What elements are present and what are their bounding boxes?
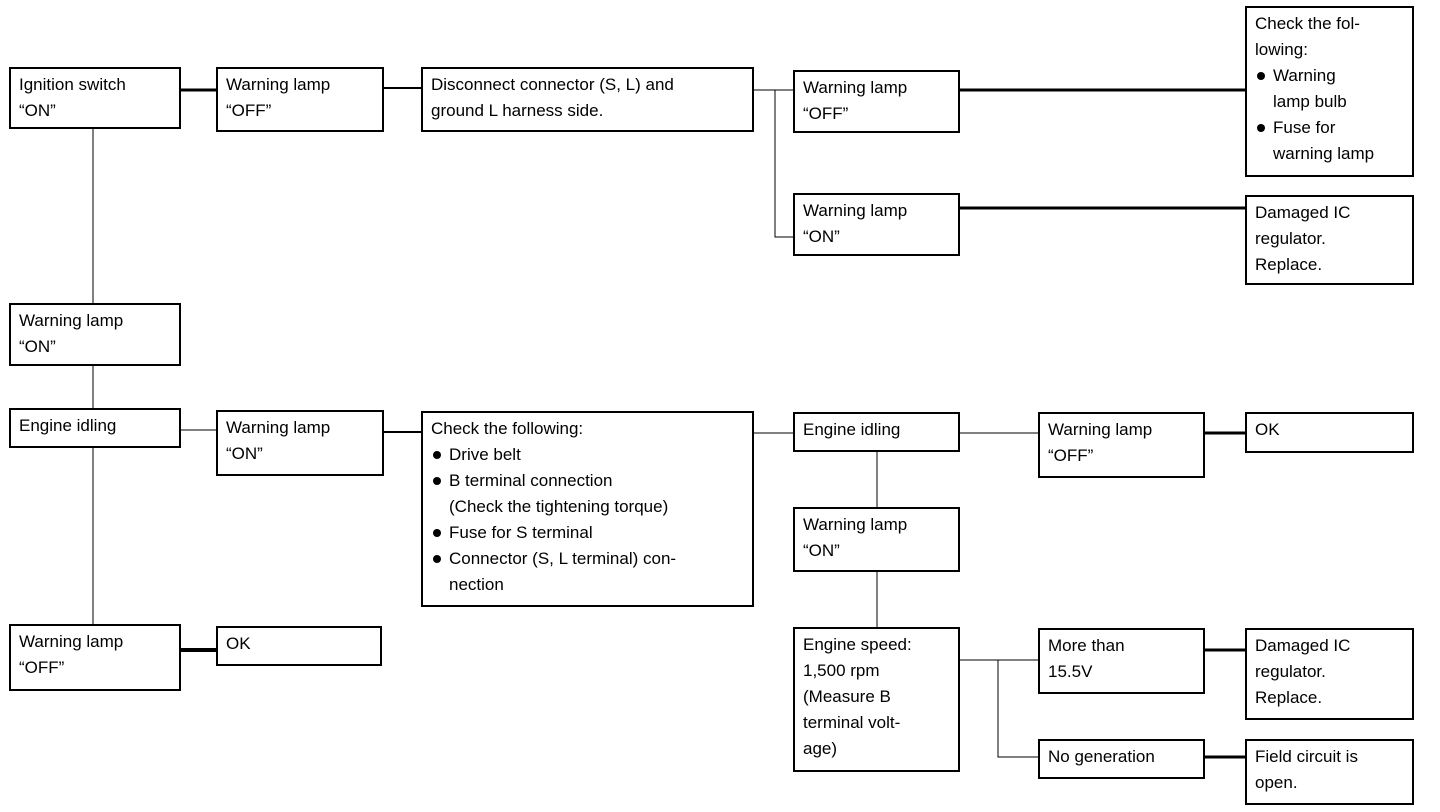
node-engine-idling-1: Engine idling (9, 408, 181, 448)
node-text-line: Engine speed: (803, 635, 912, 654)
node-text-line: Ignition switch (19, 75, 126, 94)
bullet-continuation: lamp bulb (1273, 92, 1347, 111)
node-warning-off-1: Warning lamp “OFF” (216, 67, 384, 132)
node-more-than-15-5v: More than 15.5V (1038, 628, 1205, 694)
node-no-generation: No generation (1038, 739, 1205, 779)
bullet-item: Fuse for S terminal (431, 520, 746, 546)
node-disconnect-connector: Disconnect connector (S, L) and ground L … (421, 67, 754, 132)
node-text-line: regulator. (1255, 662, 1326, 681)
node-engine-idling-2: Engine idling (793, 412, 960, 452)
node-text-line: Warning lamp (803, 78, 908, 97)
node-text-line: “OFF” (1048, 446, 1094, 465)
node-text-line: lowing: (1255, 40, 1308, 59)
node-field-circuit-open: Field circuit is open. (1245, 739, 1414, 805)
node-ok-2: OK (216, 626, 382, 666)
node-text-line: Damaged IC (1255, 636, 1351, 655)
node-text-line: Warning lamp (1048, 420, 1153, 439)
node-text-line: 1,500 rpm (803, 661, 880, 680)
bullet-continuation: nection (449, 575, 504, 594)
node-text-line: Warning lamp (226, 418, 331, 437)
node-warning-on-3: Warning lamp “ON” (216, 410, 384, 476)
node-text-line: (Measure B (803, 687, 891, 706)
bullet-item: Connector (S, L terminal) con- (431, 546, 746, 572)
node-text-line: “ON” (803, 541, 840, 560)
node-text-line: Warning lamp (803, 515, 908, 534)
node-warning-off-2: Warning lamp “OFF” (793, 70, 960, 133)
node-text-line: “ON” (19, 337, 56, 356)
node-text-line: “OFF” (19, 658, 65, 677)
node-text-line: open. (1255, 773, 1298, 792)
node-text-line: “OFF” (803, 104, 849, 123)
node-text-line: “ON” (803, 227, 840, 246)
node-text-line: “ON” (226, 444, 263, 463)
node-text-line: OK (226, 634, 251, 653)
node-warning-on-2: Warning lamp “ON” (793, 193, 960, 256)
node-text-line: age) (803, 739, 838, 758)
node-text-line: Replace. (1255, 688, 1323, 707)
node-text-line: Warning lamp (19, 311, 124, 330)
node-text-line: Warning lamp (226, 75, 331, 94)
bullet-item: Drive belt (431, 442, 746, 468)
bullet-item: Fuse for (1255, 115, 1406, 141)
node-text-line: “ON” (19, 101, 56, 120)
node-text-line: OK (1255, 420, 1280, 439)
bullet-continuation: warning lamp (1273, 144, 1375, 163)
node-warning-off-3: Warning lamp “OFF” (1038, 412, 1205, 478)
bullet-continuation: (Check the tightening torque) (449, 497, 669, 516)
node-text-line: Field circuit is (1255, 747, 1358, 766)
node-text-line: “OFF” (226, 101, 272, 120)
node-text-line: More than (1048, 636, 1125, 655)
node-text-line: regulator. (1255, 229, 1326, 248)
node-text-line: Check the fol- (1255, 14, 1360, 33)
node-engine-speed-measure: Engine speed: 1,500 rpm (Measure B terminal… (793, 627, 960, 772)
node-damaged-ic-regulator-1: Damaged IC regulator. Replace. (1245, 195, 1414, 285)
node-text-line: terminal volt- (803, 713, 901, 732)
node-text-line: Check the following: (431, 419, 584, 438)
node-text-line: 15.5V (1048, 662, 1093, 681)
node-text-line: ground L harness side. (431, 101, 604, 120)
node-text-line: Replace. (1255, 255, 1323, 274)
node-text-line: Damaged IC (1255, 203, 1351, 222)
node-text-line: Disconnect connector (S, L) and (431, 75, 674, 94)
node-text-line: No generation (1048, 747, 1155, 766)
node-text-line: Warning lamp (803, 201, 908, 220)
node-warning-on-left: Warning lamp “ON” (9, 303, 181, 366)
node-text-line: Warning lamp (19, 632, 124, 651)
bullet-item: Warning (1255, 63, 1406, 89)
node-text-line: Engine idling (803, 420, 901, 439)
node-warning-off-left: Warning lamp “OFF” (9, 624, 181, 691)
node-text-line: Engine idling (19, 416, 117, 435)
node-ignition-on: Ignition switch “ON” (9, 67, 181, 129)
node-damaged-ic-regulator-2: Damaged IC regulator. Replace. (1245, 628, 1414, 720)
node-warning-on-4: Warning lamp “ON” (793, 507, 960, 572)
node-ok-1: OK (1245, 412, 1414, 453)
bullet-item: B terminal connection (431, 468, 746, 494)
